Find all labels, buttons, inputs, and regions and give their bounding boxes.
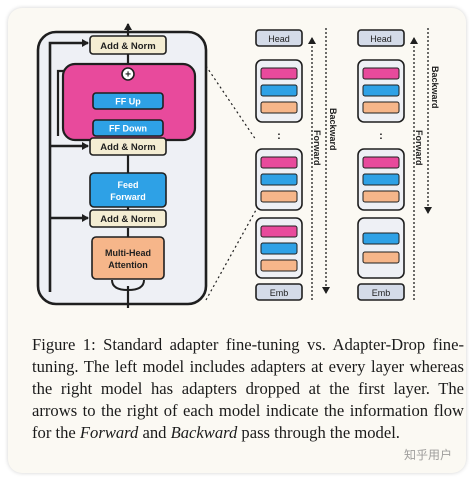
add-norm-mid-label: Add & Norm [100,142,155,153]
stack-b-forward-label: Forward [414,130,424,166]
feed-forward-label-2: Forward [110,192,146,202]
zoom-line-top [205,65,257,141]
figure-caption: Figure 1: Standard adapter fine-tuning v… [32,334,464,444]
mha-label-2: Attention [108,260,148,270]
ff-down-label: FF Down [109,124,147,134]
stack-b-dots: : [379,130,383,142]
ff-up-label: FF Up [115,97,141,107]
figure-card: Add & Norm + FF Up FF Down Add & Norm Fe… [8,8,466,473]
stack-b-head: Head [370,34,392,44]
mha-label-1: Multi-Head [105,248,151,258]
stack-a-head: Head [268,34,290,44]
stack-a-forward-label: Forward [312,130,322,166]
stack-a-emb: Emb [270,288,289,298]
caption-forward-word: Forward [79,423,139,442]
left-transformer-layer: Add & Norm + FF Up FF Down Add & Norm Fe… [36,23,208,308]
watermark: 知乎用户 [403,448,452,462]
zoom-line-bottom [205,209,257,301]
stack-a: Head : Emb Forward Backward [255,28,338,301]
caption-backward-word: Backward [170,423,238,442]
add-norm-low-label: Add & Norm [100,214,155,225]
stack-b-backward-label: Backward [430,66,440,109]
backward-label: Backward [328,108,338,151]
feed-forward-label-1: Feed [117,180,138,190]
caption-text-3: pass through the model. [237,423,400,442]
caption-text-1: Figure 1: Standard adapter fine-tuning v… [32,335,464,442]
stack-b: Head : Emb Forward Backward [357,28,440,301]
caption-text-2: and [138,423,171,442]
plus-node [121,67,135,81]
stack-a-dots: : [277,130,281,142]
figure-diagram: Add & Norm + FF Up FF Down Add & Norm Fe… [36,23,440,308]
plus-sign: + [125,70,131,81]
add-norm-top-label: Add & Norm [100,41,155,52]
stack-b-emb: Emb [372,288,391,298]
